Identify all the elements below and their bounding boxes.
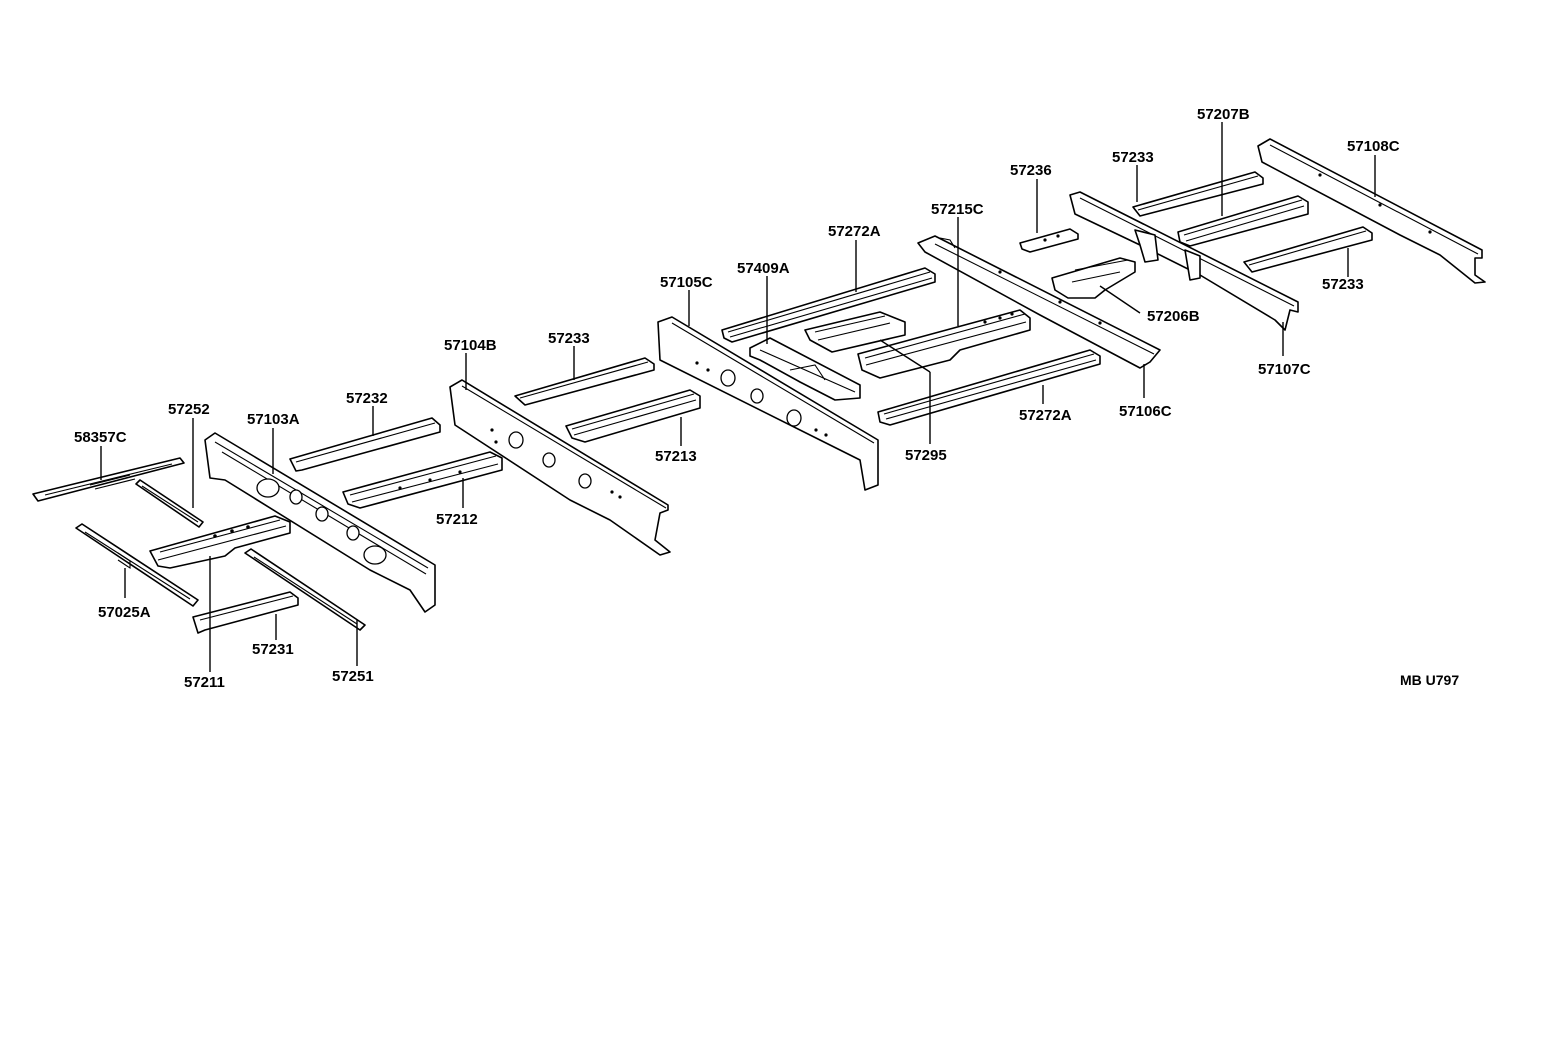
part-57104B-drawing	[449, 379, 671, 556]
label-57212: 57212	[436, 511, 478, 528]
label-57251: 57251	[332, 668, 374, 685]
part-57107C-drawing	[1069, 191, 1299, 331]
part-57108C-drawing	[1257, 138, 1486, 284]
part-57213-drawing	[565, 389, 701, 443]
diagram-code: MB U797	[1400, 672, 1459, 688]
part-57215C-drawing	[857, 309, 1031, 379]
part-57212-drawing	[342, 451, 503, 509]
part-57105C-drawing	[657, 316, 879, 491]
label-57207B: 57207B	[1197, 106, 1250, 123]
part-57232-drawing	[289, 417, 441, 472]
part-57233c-drawing	[1243, 226, 1373, 273]
part-57207B-drawing	[1177, 195, 1309, 247]
label-57215C: 57215C	[931, 201, 984, 218]
part-57272A-bottom-drawing	[877, 349, 1101, 426]
label-57104B: 57104B	[444, 337, 497, 354]
part-58357C-drawing	[32, 457, 185, 502]
label-57409A: 57409A	[737, 260, 790, 277]
label-57206B: 57206B	[1147, 308, 1200, 325]
label-57236: 57236	[1010, 162, 1052, 179]
label-57232: 57232	[346, 390, 388, 407]
label-58357C: 58357C	[74, 429, 127, 446]
part-57231-drawing	[192, 591, 299, 634]
label-57103A: 57103A	[247, 411, 300, 428]
part-57295-drawing	[804, 311, 906, 353]
label-57105C: 57105C	[660, 274, 713, 291]
label-57106C: 57106C	[1119, 403, 1172, 420]
label-57295: 57295	[905, 447, 947, 464]
part-57409A-drawing	[749, 337, 861, 401]
label-57213: 57213	[655, 448, 697, 465]
label-57211: 57211	[184, 674, 225, 691]
part-57252-drawing	[135, 479, 204, 528]
part-57106C-drawing	[917, 235, 1161, 369]
part-57233b-drawing	[1132, 171, 1264, 217]
label-57025A: 57025A	[98, 604, 151, 621]
part-57206B-drawing	[1051, 257, 1136, 299]
label-57272A-top: 57272A	[828, 223, 881, 240]
label-57108C: 57108C	[1347, 138, 1400, 155]
part-57103A-drawing	[204, 432, 436, 613]
label-57107C: 57107C	[1258, 361, 1311, 378]
label-57231: 57231	[252, 641, 294, 658]
part-57233a-drawing	[514, 357, 655, 406]
leader-lines	[100, 122, 1376, 672]
part-57272A-top-drawing	[721, 267, 936, 343]
label-57233-c: 57233	[1322, 276, 1364, 293]
part-57025A-drawing	[75, 523, 199, 607]
part-57236-drawing	[1019, 228, 1079, 253]
part-57211-drawing	[149, 515, 291, 569]
part-57251-drawing	[244, 548, 366, 631]
label-57272A-bottom: 57272A	[1019, 407, 1072, 424]
label-57252: 57252	[168, 401, 210, 418]
label-57233-b: 57233	[1112, 149, 1154, 166]
label-57233-a: 57233	[548, 330, 590, 347]
